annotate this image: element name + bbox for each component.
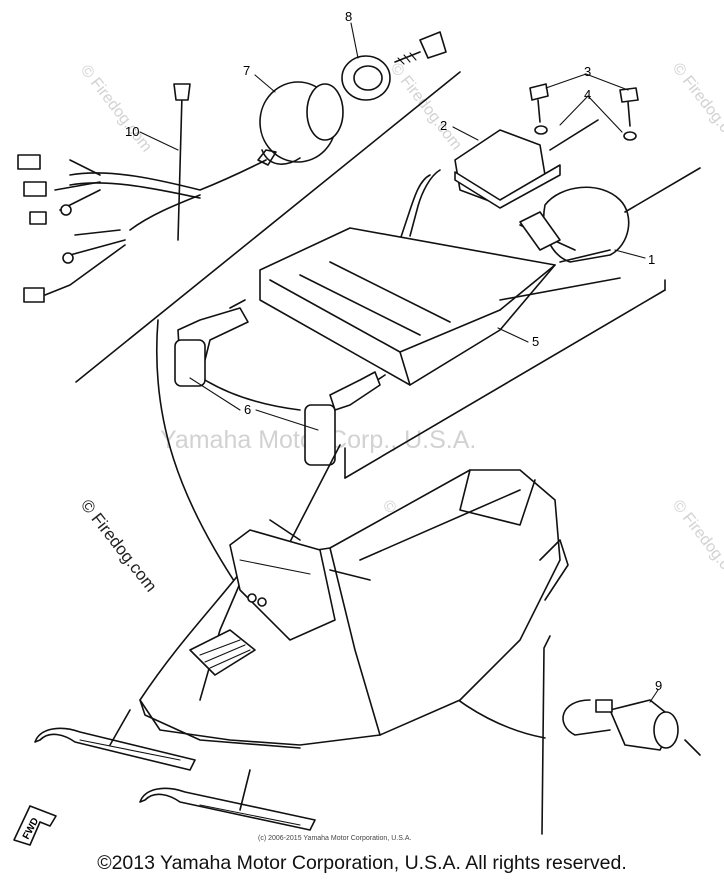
copyright-notice: ©2013 Yamaha Motor Corporation, U.S.A. A… [97, 852, 627, 874]
part-9-switch [562, 699, 701, 756]
watermark-site-3: © Firedog.com [669, 60, 724, 153]
wire-harness [17, 83, 267, 303]
fwd-arrow: FWD [13, 805, 57, 846]
part-8-key-switch [341, 31, 447, 101]
part-3-bolts [529, 83, 639, 127]
watermark-site-2: © Firedog.com [387, 60, 465, 153]
label-part-1: 1 [648, 252, 655, 267]
label-part-2: 2 [440, 118, 447, 133]
watermark-site-dark: © Firedog.com [77, 496, 161, 596]
label-part-9: 9 [655, 678, 662, 693]
label-part-10: 10 [125, 124, 139, 139]
part-4-washers [534, 119, 637, 151]
snowmobile-skis [34, 709, 316, 831]
part-5-cdi-box [229, 227, 621, 386]
label-part-6: 6 [244, 402, 251, 417]
leader-lines [139, 22, 659, 703]
part-2-coil [399, 129, 561, 241]
label-part-7: 7 [243, 63, 250, 78]
label-part-5: 5 [532, 334, 539, 349]
small-credit: (c) 2006-2015 Yamaha Motor Corporation, … [258, 835, 412, 842]
label-part-3: 3 [584, 64, 591, 79]
watermark-site-5: © Firedog.com [669, 497, 724, 590]
part-labels: 1 2 3 4 5 6 7 8 9 10 [125, 9, 662, 693]
part-1-coil [519, 167, 701, 263]
part-7-housing [257, 81, 344, 166]
label-part-8: 8 [345, 9, 352, 24]
snowmobile [139, 469, 569, 749]
frame-lines [75, 71, 666, 835]
part-6-plug-caps [174, 307, 381, 466]
label-part-4: 4 [584, 87, 591, 102]
watermark-site-1: © Firedog.com [77, 62, 155, 155]
